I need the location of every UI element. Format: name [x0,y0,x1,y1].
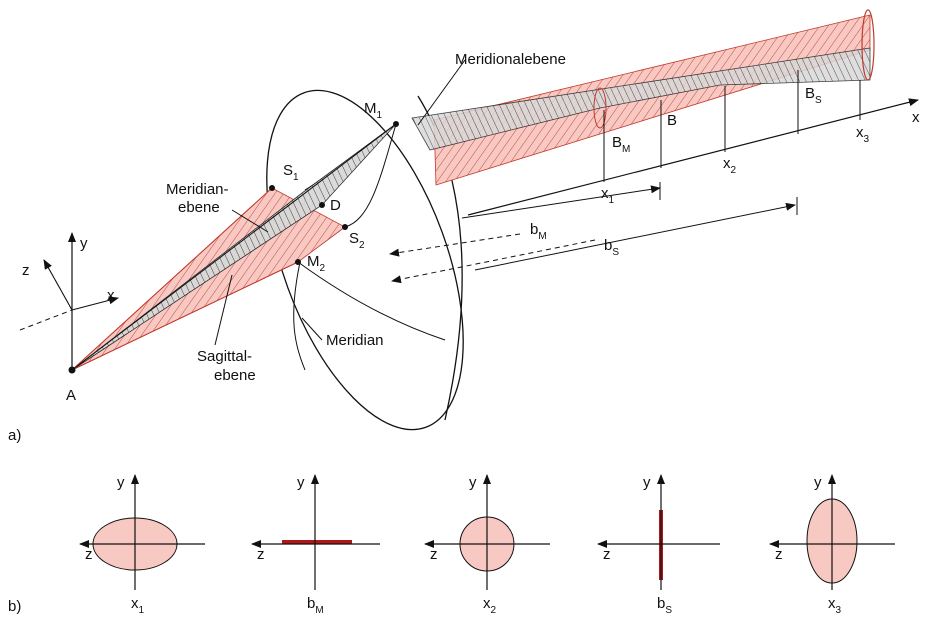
x3-label: x3 [856,124,870,145]
cross-section-axis-z: z [85,546,93,563]
cross-section-x3: y z x3 [769,474,895,616]
s2-label: S2 [349,230,365,251]
optical-axis-x-label: x [912,109,920,126]
cross-section-label: x1 [131,595,145,616]
cross-section-axis-y: y [297,474,305,491]
cross-section-axis-z: z [603,546,611,563]
optical-axis [467,70,919,216]
bs-upper-label: BS [805,85,822,106]
axis-y-label: y [80,235,88,252]
point-a-label: A [66,387,76,404]
m2-label: M2 [307,253,326,274]
cross-section-label: x3 [828,595,842,616]
cross-section-label: bM [307,595,324,616]
cross-section-axis-y: y [814,474,822,491]
bs-dimension-label: bS [604,237,619,258]
axis-z-label: z [22,262,30,279]
labels-part-a: Meridionalebene Meridian- ebene Sagittal… [66,51,920,404]
bm-upper-label: BM [612,134,630,155]
x2-label: x2 [723,155,737,176]
points [68,121,399,374]
point-d-label: D [330,197,341,214]
sagittal-label-1: Sagittal- [197,348,252,365]
cross-section-axis-y: y [117,474,125,491]
cross-section-axis-z: z [257,546,265,563]
cross-section-x2: y z x2 [424,474,550,616]
x1-label: x1 [601,185,615,206]
meridionalebene-label: Meridionalebene [455,51,566,68]
cross-section-axis-y: y [643,474,651,491]
bm-dimension-label: bM [530,221,547,242]
cross-section-bm: y z bM [251,474,380,616]
cross-section-axis-y: y [469,474,477,491]
meridian-ebene-label-1: Meridian- [166,181,229,198]
part-b-label: b) [8,598,21,615]
m1-label: M1 [364,100,383,121]
cross-section-x1: y z x1 [79,474,205,616]
coordinate-axes-left: y z x [19,232,119,370]
dimension-lines [389,182,798,284]
s1-label: S1 [283,162,299,183]
cross-section-axis-z: z [430,546,438,563]
meridian-ebene-label-2: ebene [178,199,220,216]
leader-lines [214,59,466,346]
meridian-label: Meridian [326,332,384,349]
axis-x-label: x [107,287,115,304]
image-ray-fan [411,9,875,186]
sagittal-label-2: ebene [214,367,256,384]
part-a: y z x [8,9,920,444]
cross-section-bs: y z bS [597,474,720,616]
part-b: b) y z x1 y z bM y z x2 [8,474,895,616]
cross-section-axis-z: z [775,546,783,563]
cross-section-label: bS [657,595,672,616]
cross-section-label: x2 [483,595,497,616]
part-a-label: a) [8,427,21,444]
point-b-label: B [667,112,677,129]
